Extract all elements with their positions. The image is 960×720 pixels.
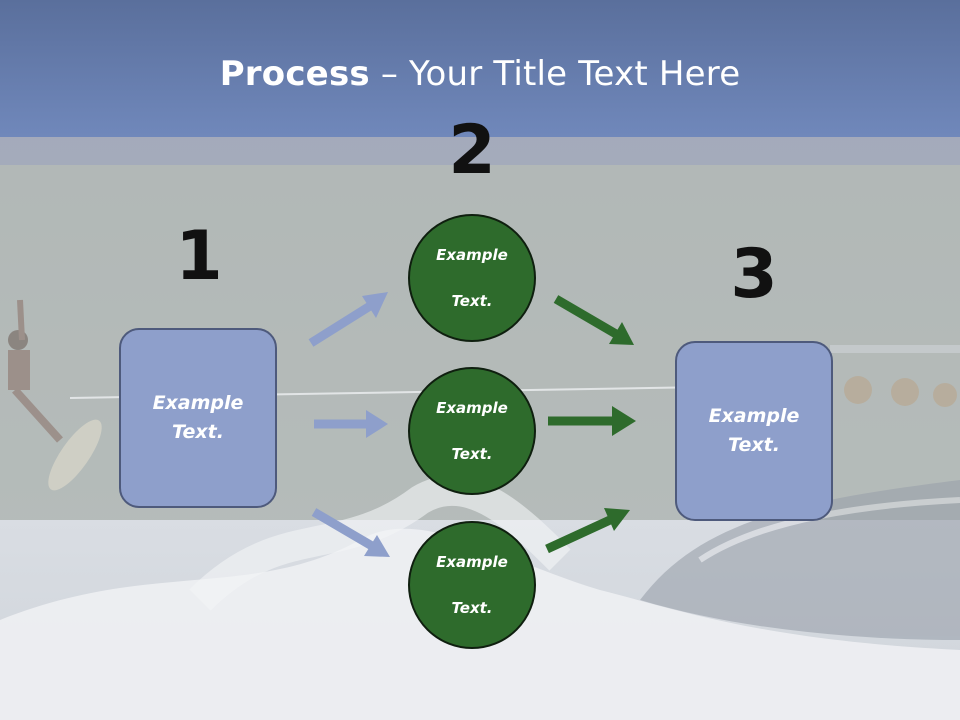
step-3-text-line1: Example bbox=[708, 405, 800, 427]
step-number-3: 3 bbox=[730, 235, 778, 314]
step-number-2: 2 bbox=[448, 111, 496, 190]
title-band bbox=[0, 0, 960, 137]
circle-bottom-line1: Example bbox=[436, 552, 508, 571]
circle-top-text: Example Text. bbox=[427, 244, 517, 313]
arrow-box1-to-middle bbox=[314, 410, 388, 438]
step-1-text-line2: Text. bbox=[172, 421, 224, 443]
circle-middle-line2: Text. bbox=[451, 444, 493, 463]
arrow-bottom-to-box3 bbox=[545, 508, 630, 554]
slide-title-rest: – Your Title Text Here bbox=[369, 54, 741, 94]
step-1-box-text: Example Text. bbox=[143, 389, 253, 447]
slide-title: Process – Your Title Text Here bbox=[0, 52, 960, 96]
step-3-box-text: Example Text. bbox=[699, 402, 809, 460]
step-2-circle-top[interactable]: Example Text. bbox=[408, 214, 536, 342]
circle-top-line2: Text. bbox=[451, 291, 493, 310]
step-2-circle-middle[interactable]: Example Text. bbox=[408, 367, 536, 495]
title-band-shadow bbox=[0, 137, 960, 165]
step-1-box[interactable]: Example Text. bbox=[119, 328, 277, 508]
arrow-box1-to-top bbox=[308, 292, 388, 347]
step-3-text-line2: Text. bbox=[728, 434, 780, 456]
step-2-circle-bottom[interactable]: Example Text. bbox=[408, 521, 536, 649]
circle-middle-line1: Example bbox=[436, 398, 508, 417]
slide-title-bold: Process bbox=[219, 54, 370, 94]
circle-top-line1: Example bbox=[436, 245, 508, 264]
circle-middle-text: Example Text. bbox=[427, 397, 517, 466]
arrow-middle-to-box3 bbox=[548, 406, 636, 436]
step-1-text-line1: Example bbox=[152, 392, 244, 414]
circle-bottom-line2: Text. bbox=[451, 598, 493, 617]
arrow-top-to-box3 bbox=[553, 295, 634, 345]
step-number-1: 1 bbox=[175, 217, 223, 296]
circle-bottom-text: Example Text. bbox=[427, 551, 517, 620]
arrow-box1-to-bottom bbox=[311, 508, 390, 557]
step-3-box[interactable]: Example Text. bbox=[675, 341, 833, 521]
